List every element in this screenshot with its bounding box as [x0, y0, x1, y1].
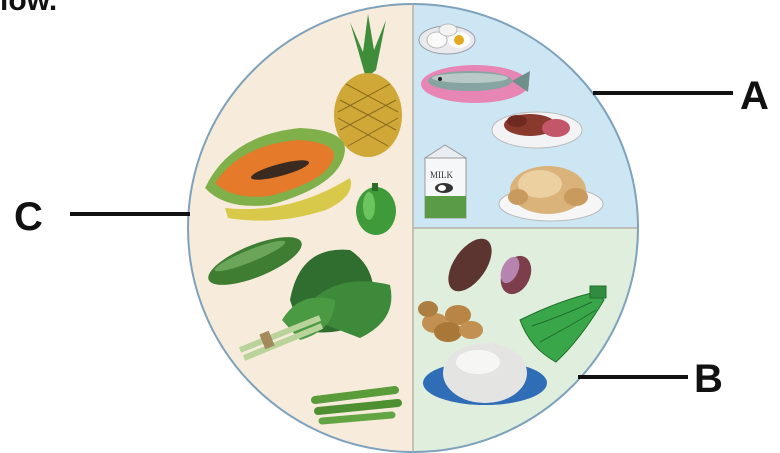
sliced-meat-icon	[492, 112, 582, 148]
callout-label-a: A	[740, 74, 769, 118]
milk-carton-label: MILK	[430, 170, 453, 180]
callout-label-b: B	[694, 357, 723, 401]
plate-sections	[180, 0, 653, 453]
milk-carton-icon: MILK	[425, 145, 466, 218]
callout-label-c: C	[14, 195, 43, 239]
